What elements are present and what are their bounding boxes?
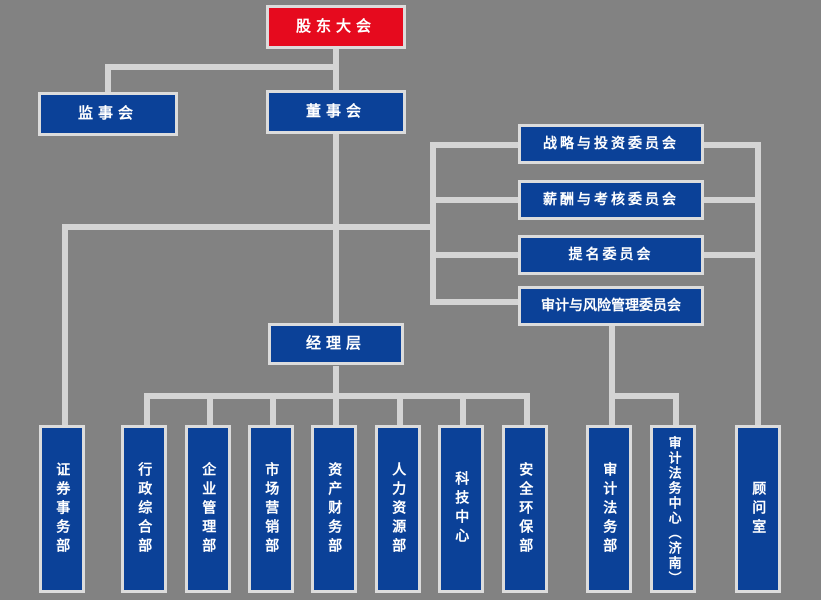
connector-right-nomination xyxy=(701,252,761,258)
connector-management-down xyxy=(333,366,339,396)
node-audit-legal[interactable]: 审计法务部 xyxy=(586,425,632,593)
connector-dept-drop-5 xyxy=(397,393,403,427)
node-supervisory-board[interactable]: 监事会 xyxy=(38,92,178,136)
connector-dept-drop-3 xyxy=(270,393,276,427)
connector-to-audit-committee xyxy=(430,299,522,305)
connector-dept-drop-4 xyxy=(333,393,339,427)
node-administration-general[interactable]: 行政综合部 xyxy=(121,425,167,593)
connector-audit-center-down xyxy=(673,393,679,427)
node-audit-risk-committee[interactable]: 审计与风险管理委员会 xyxy=(518,286,704,326)
node-human-resources[interactable]: 人力资源部 xyxy=(375,425,421,593)
node-strategy-investment-committee[interactable]: 战略与投资委员会 xyxy=(518,124,704,164)
connector-left-spur-down xyxy=(62,224,68,427)
connector-right-strategy xyxy=(701,142,761,148)
node-remuneration-appraisal-committee[interactable]: 薪酬与考核委员会 xyxy=(518,180,704,220)
node-nomination-committee[interactable]: 提名委员会 xyxy=(518,235,704,275)
connector-to-remuneration-committee xyxy=(430,197,522,203)
connector-dept-drop-6 xyxy=(460,393,466,427)
connector-right-remuneration xyxy=(701,197,761,203)
node-audit-legal-center-jinan[interactable]: 审计法务中心（济南） xyxy=(650,425,696,593)
node-management[interactable]: 经理层 xyxy=(268,323,404,365)
node-board-of-directors[interactable]: 董事会 xyxy=(266,90,406,134)
connector-dept-drop-1 xyxy=(144,393,150,427)
connector-to-strategy-committee xyxy=(430,142,522,148)
connector-dept-drop-7 xyxy=(524,393,530,427)
connector-to-nomination-committee xyxy=(430,252,522,258)
connector-board-lateral-bus xyxy=(62,224,436,230)
connector-shareholders-to-supervisory xyxy=(105,64,339,70)
node-asset-finance[interactable]: 资产财务部 xyxy=(311,425,357,593)
connector-right-bus xyxy=(755,142,761,434)
node-shareholders-meeting[interactable]: 股东大会 xyxy=(266,5,406,49)
connector-supervisory-down xyxy=(105,64,111,94)
node-technology-center[interactable]: 科技中心 xyxy=(438,425,484,593)
node-enterprise-management[interactable]: 企业管理部 xyxy=(185,425,231,593)
node-marketing[interactable]: 市场营销部 xyxy=(248,425,294,593)
connector-audit-committee-down xyxy=(609,322,615,427)
node-safety-environment[interactable]: 安全环保部 xyxy=(502,425,548,593)
node-securities-affairs[interactable]: 证券事务部 xyxy=(39,425,85,593)
node-advisory-office[interactable]: 顾问室 xyxy=(735,425,781,593)
connector-audit-split xyxy=(609,393,679,399)
connector-committee-bus xyxy=(430,142,436,305)
connector-dept-drop-2 xyxy=(207,393,213,427)
